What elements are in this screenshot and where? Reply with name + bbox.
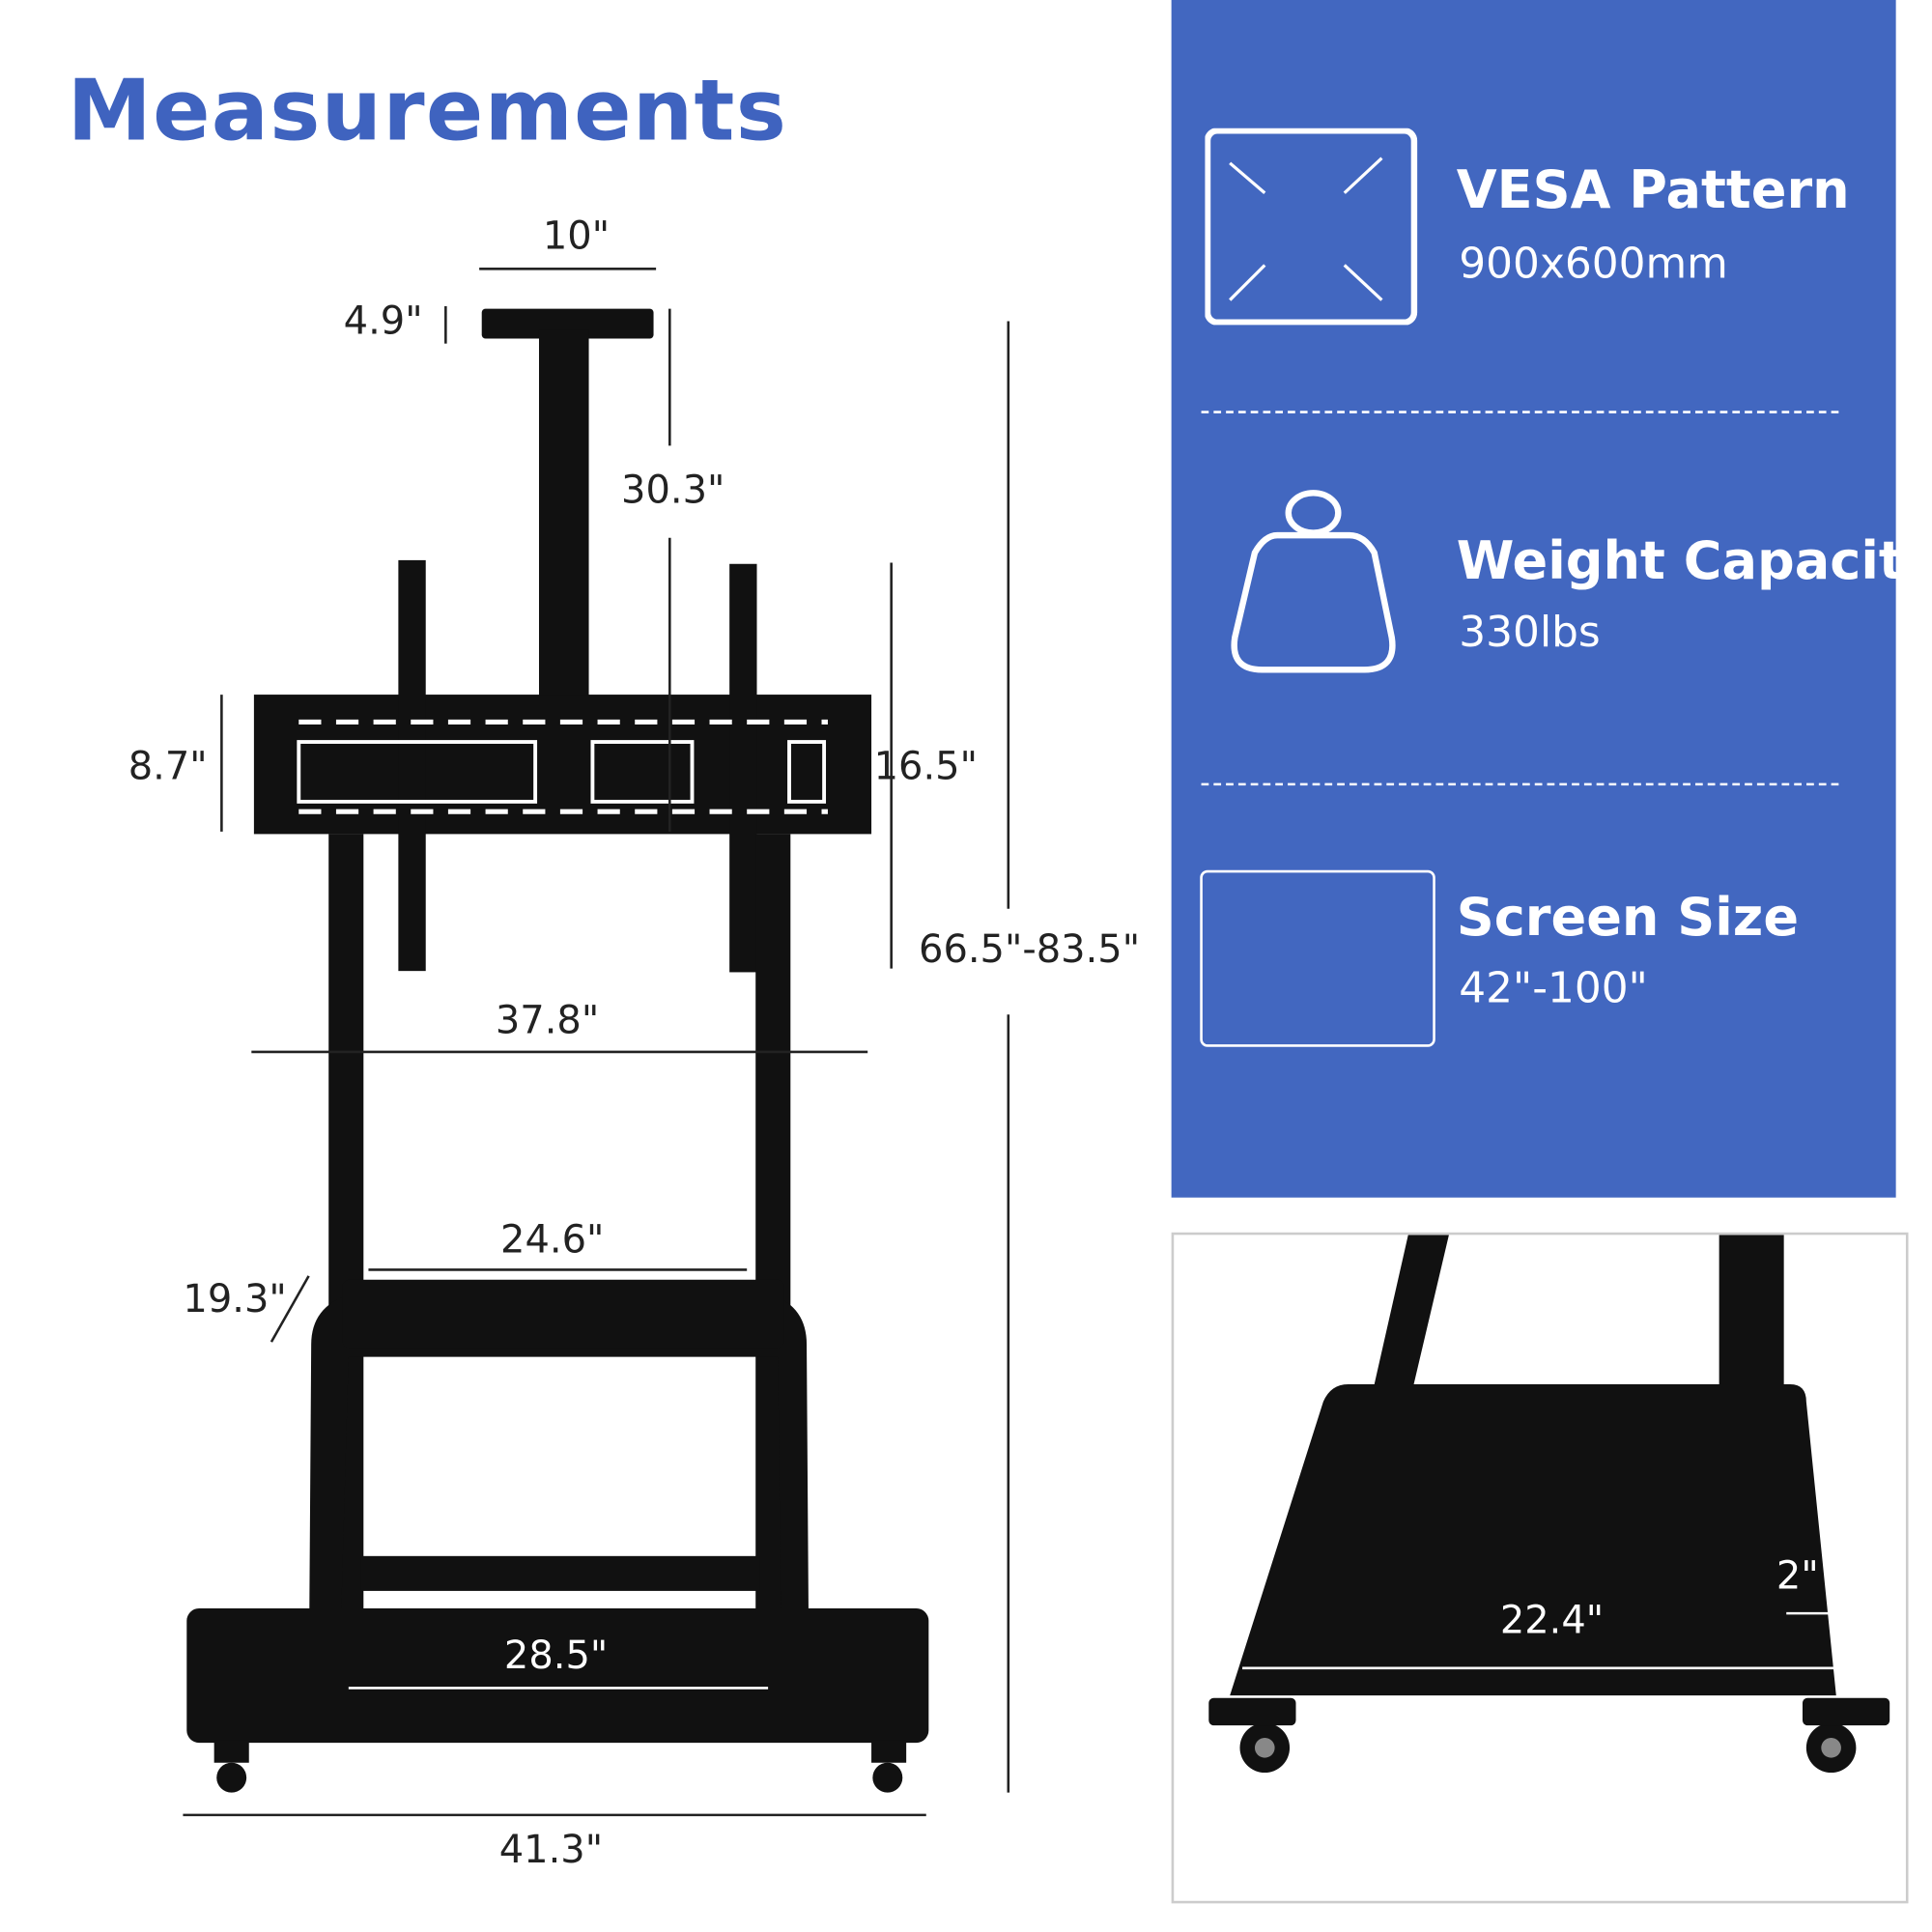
- dim-base-thickness: 2": [1776, 1553, 1819, 1599]
- dim-base-width: 41.3": [498, 1827, 604, 1873]
- features-panel: VESA Pattern 900x600mm Weight Capacity 3…: [1171, 0, 1932, 1198]
- base-closeup-drawing: [1208, 1235, 1890, 1774]
- dim-total-height: 66.5"-83.5": [919, 927, 1141, 973]
- dim-top-depth: 4.9": [343, 298, 423, 344]
- screen-icon: [1200, 869, 1435, 1047]
- tv-stand-diagram: [183, 268, 1010, 1817]
- weight-value: 330lbs: [1459, 607, 1601, 658]
- weight-title: Weight Capacity: [1456, 529, 1932, 592]
- dim-shelf-depth: 19.3": [183, 1277, 287, 1322]
- dim-base-inner: 28.5": [503, 1633, 609, 1679]
- screen-value: 42"-100": [1459, 963, 1648, 1013]
- vesa-value: 900x600mm: [1459, 239, 1728, 289]
- dim-vertical-arm: 16.5": [873, 744, 978, 790]
- dim-bracket-height: 8.7": [128, 744, 208, 790]
- dim-top-width: 10": [542, 213, 611, 260]
- divider: [1201, 411, 1839, 413]
- screen-title: Screen Size: [1456, 886, 1800, 948]
- vesa-pattern-icon: [1205, 128, 1418, 326]
- vesa-title: VESA Pattern: [1456, 158, 1850, 221]
- weight-icon: [1231, 490, 1396, 673]
- page-title: Measurements: [67, 62, 788, 161]
- divider: [1201, 782, 1839, 786]
- dim-pole-height: 30.3": [621, 468, 725, 513]
- dim-base-depth: 22.4": [1499, 1598, 1605, 1644]
- dim-bracket-width: 37.8": [495, 998, 600, 1043]
- base-closeup-photo: 22.4" 2": [1171, 1232, 1909, 1904]
- dim-shelf-width: 24.6": [500, 1217, 605, 1263]
